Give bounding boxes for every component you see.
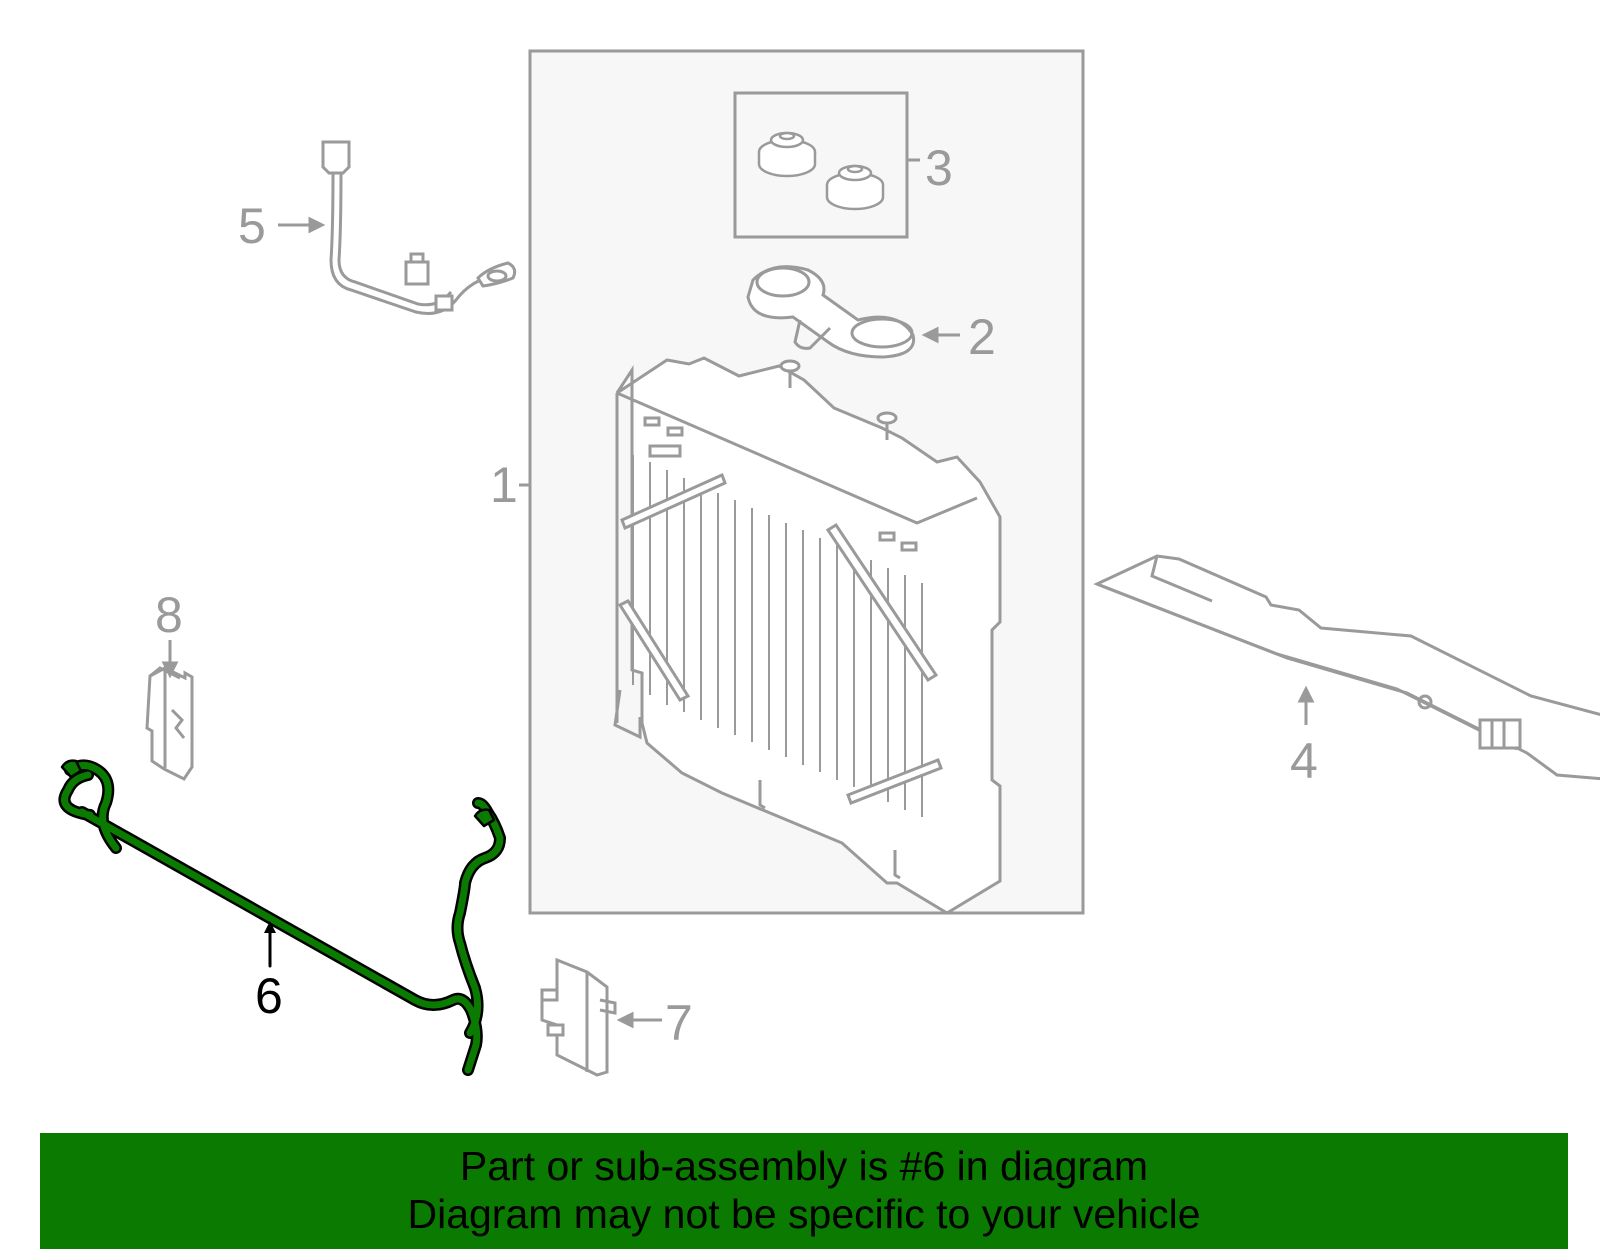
part-4-support-bracket[interactable] [1093,554,1600,781]
callout-8: 8 [155,587,183,643]
callout-2: 2 [968,309,996,365]
part-6-oil-cooler-line[interactable] [58,759,506,1076]
callout-7: 7 [665,995,693,1051]
banner-line-disclaimer: Diagram may not be specific to your vehi… [407,1191,1201,1237]
part-7-clip[interactable] [540,957,662,1077]
callout-5: 5 [238,198,266,254]
callout-1: 1 [490,457,518,513]
callout-3: 3 [925,140,953,196]
part-2-bracket[interactable] [746,265,960,359]
part-5-sensor-harness[interactable] [278,140,517,315]
part-8-clip[interactable] [145,640,194,781]
banner-line-part-info: Part or sub-assembly is #6 in diagram [459,1143,1149,1189]
callout-4: 4 [1290,733,1318,789]
part-1-radiator[interactable] [519,356,1002,915]
info-banner: Part or sub-assembly is #6 in diagram Di… [40,1133,1568,1249]
callout-6: 6 [255,968,283,1024]
part-3-caps[interactable] [733,91,920,239]
